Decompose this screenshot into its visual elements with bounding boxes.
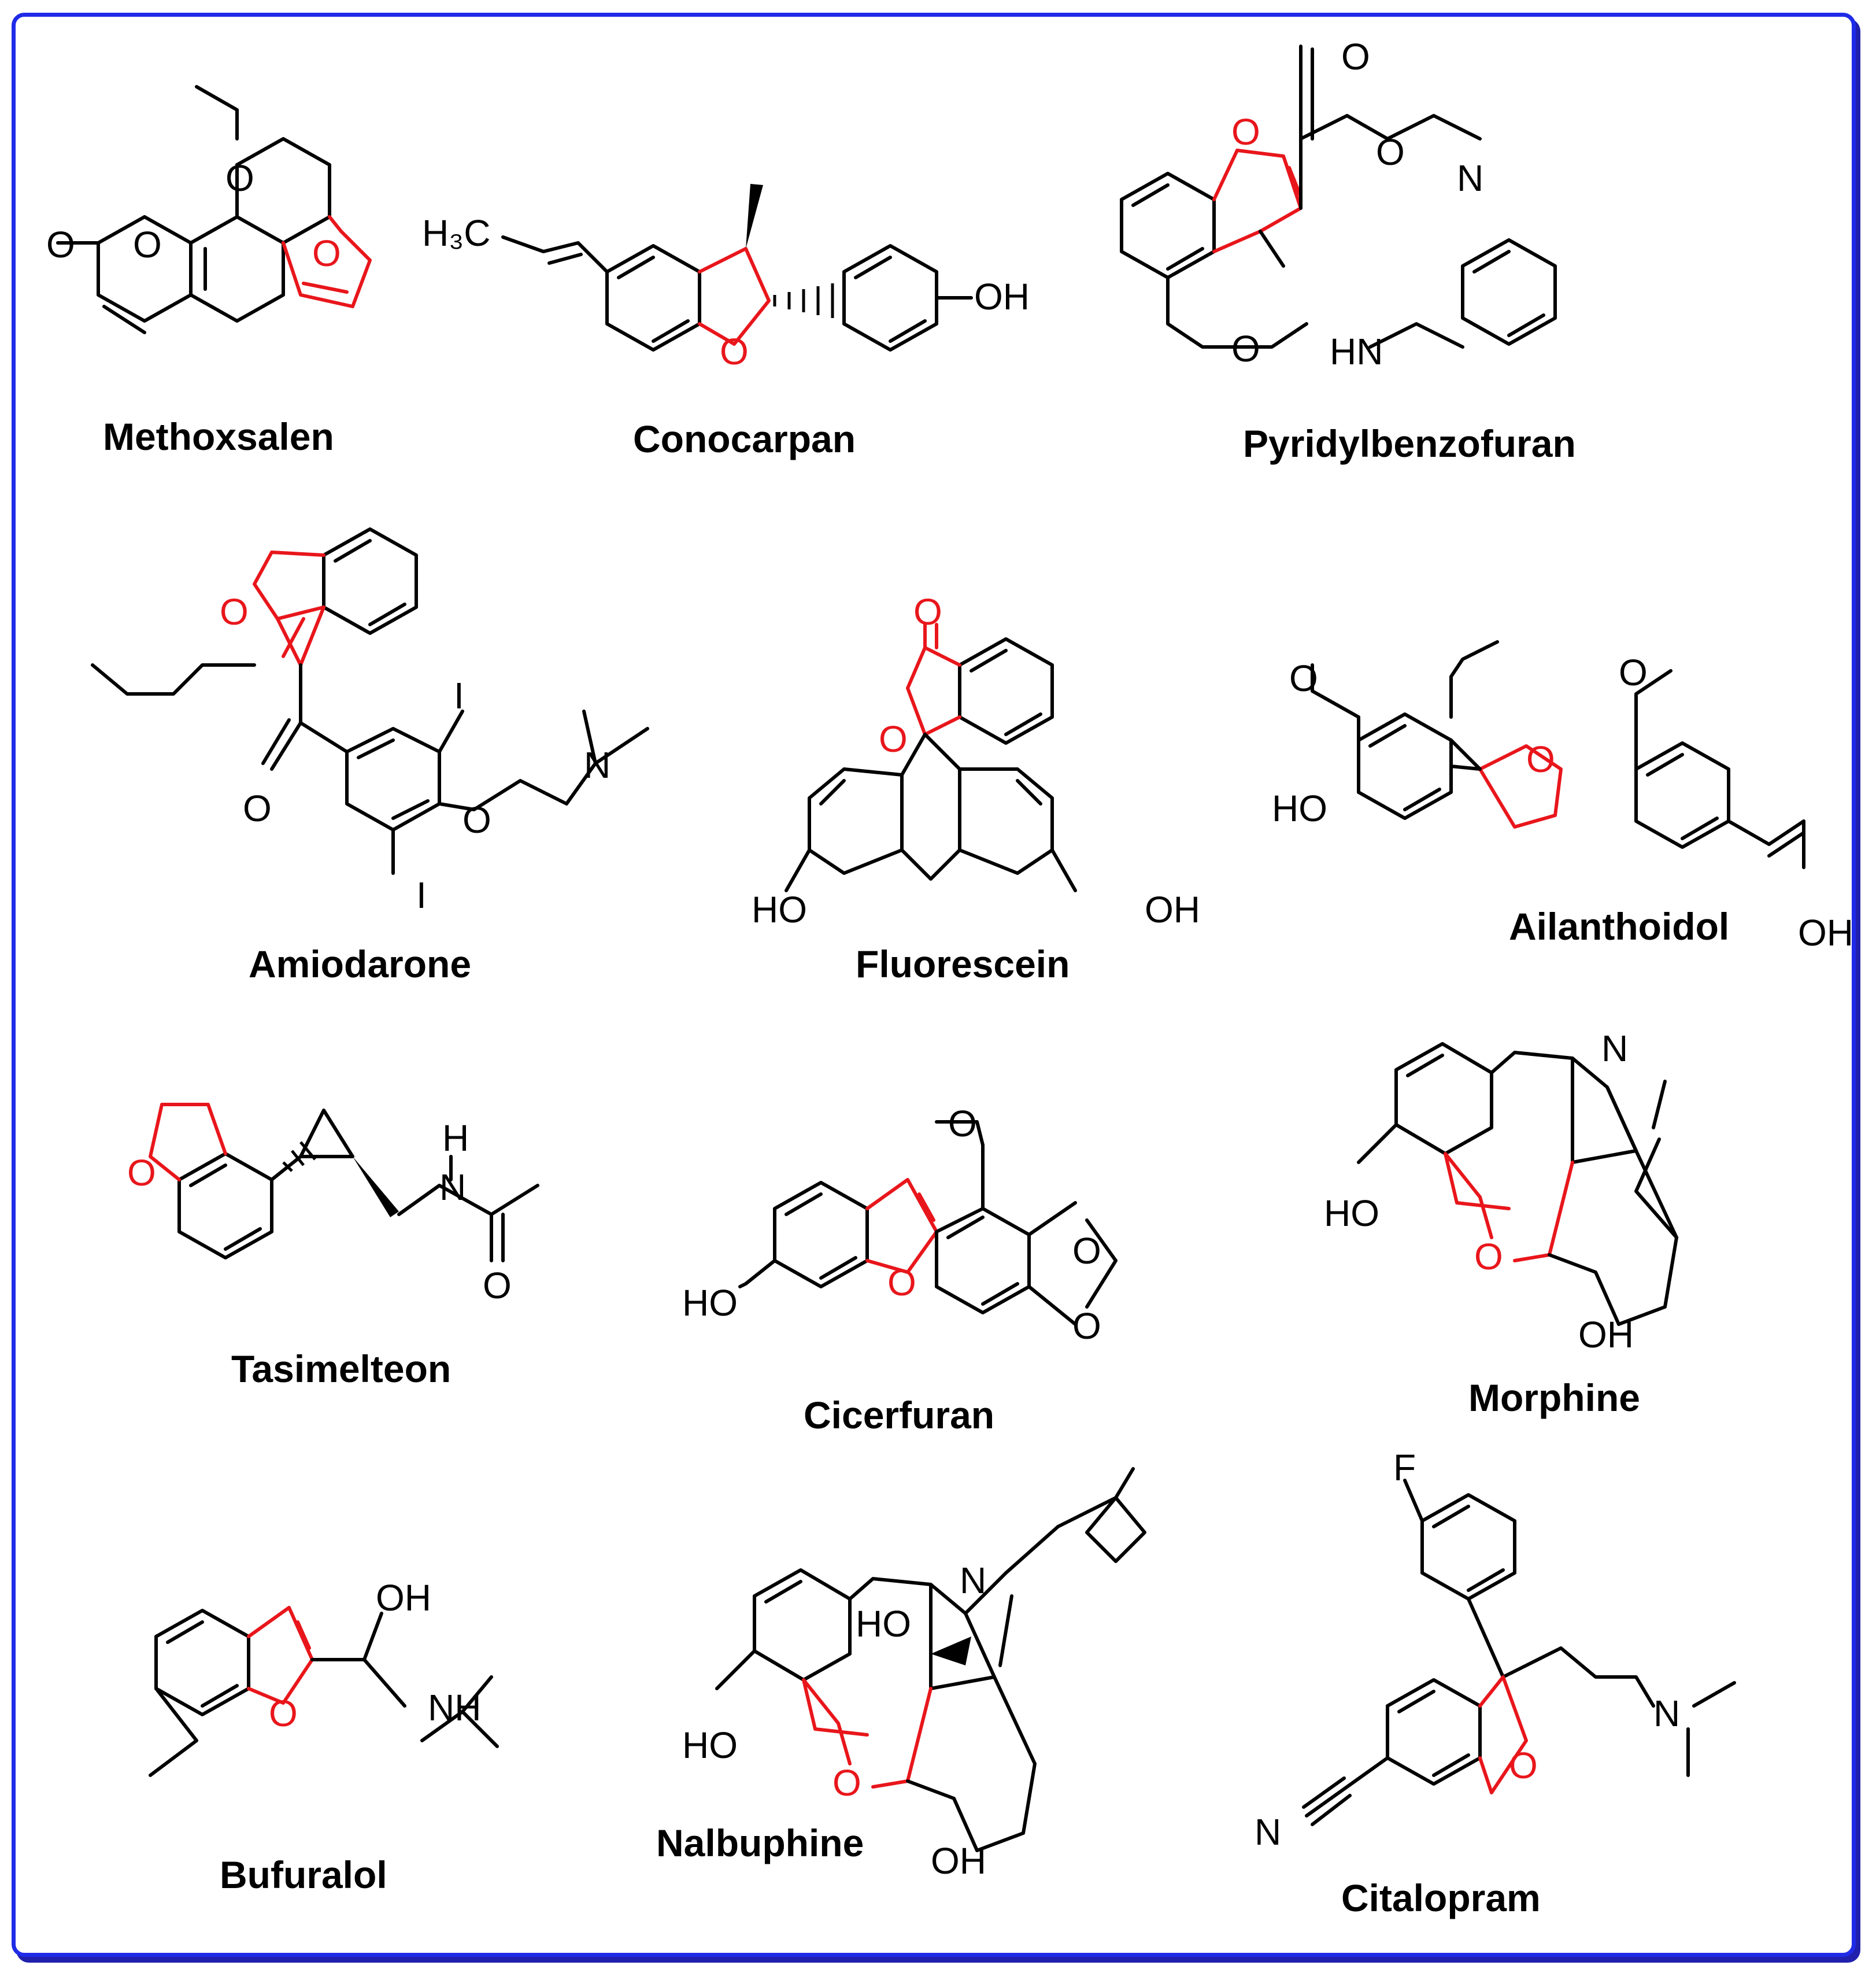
- atom-n-nitrile: N: [1255, 1811, 1281, 1853]
- atom-o-dihydrofuran-tasi: O: [127, 1152, 156, 1194]
- structure-nalbuphine: [715, 1467, 1146, 1852]
- atom-n-pyridine: N: [1457, 157, 1483, 199]
- label-nalbuphine: Nalbuphine: [656, 1822, 864, 1864]
- atom-ho-morphine: HO: [1324, 1192, 1379, 1234]
- atom-ho-ailanthoidol: HO: [1272, 788, 1327, 829]
- atom-o-benzofuran-ail: O: [1526, 738, 1555, 780]
- atom-o-carbonyl: O: [46, 224, 75, 265]
- structure-citalopram: [1302, 1479, 1736, 1826]
- atom-h3c: H₃C: [422, 212, 491, 254]
- atom-o-lactone: O: [133, 224, 162, 265]
- atom-o-lactone-ring: O: [879, 718, 908, 760]
- atom-o-ester-carbonyl: O: [1341, 36, 1370, 77]
- label-tasimelteon: Tasimelteon: [231, 1347, 451, 1390]
- label-conocarpan: Conocarpan: [633, 418, 856, 460]
- atom-ho-nalbuphine: HO: [682, 1724, 738, 1766]
- structure-bufuralol: [149, 1606, 499, 1777]
- atom-n-morphine: N: [1601, 1028, 1628, 1069]
- atom-oh-ailanthoidol: OH: [1798, 912, 1853, 954]
- structure-fluorescein: [785, 623, 1077, 892]
- label-citalopram: Citalopram: [1341, 1876, 1541, 1919]
- label-amiodarone: Amiodarone: [249, 943, 471, 985]
- atom-o-ester: O: [1376, 131, 1405, 173]
- figure-border: [12, 13, 1856, 1957]
- structure-methoxsalen: [56, 85, 372, 334]
- label-pyridylbenzofuran: Pyridylbenzofuran: [1243, 422, 1576, 465]
- label-methoxsalen: Methoxsalen: [103, 415, 334, 458]
- atom-i-bottom: I: [416, 874, 427, 916]
- atom-methoxy-left: O: [1289, 657, 1318, 699]
- atom-oh-nalbuphine: OH: [931, 1840, 986, 1882]
- atom-ho-nalbuphine-14: HO: [856, 1603, 911, 1645]
- atom-o-bridge-morphine: O: [1474, 1236, 1503, 1277]
- label-morphine: Morphine: [1468, 1376, 1640, 1419]
- atom-ho-left: HO: [752, 889, 807, 930]
- atom-o-benzofuran-cicer: O: [887, 1262, 916, 1303]
- atom-o-benzofuran-buf: O: [269, 1693, 298, 1734]
- label-fluorescein: Fluorescein: [856, 943, 1070, 985]
- atom-oh-bufuralol: OH: [376, 1577, 431, 1619]
- atom-n-amio: N: [584, 744, 610, 786]
- label-cicerfuran: Cicerfuran: [804, 1394, 994, 1436]
- atom-nh-bufuralol: NH: [428, 1687, 481, 1728]
- atom-o-bridge-nalbuphine: O: [832, 1762, 861, 1804]
- atom-oh-right: OH: [1145, 889, 1200, 930]
- stereo-dashes-conocarpan: [773, 283, 834, 318]
- structure-amiodarone: [91, 527, 649, 875]
- atom-h-amide: H: [442, 1117, 469, 1159]
- atom-o-dioxole-bottom: O: [1072, 1305, 1101, 1347]
- atom-hn: HN: [1330, 331, 1383, 372]
- atom-i-top: I: [454, 675, 464, 716]
- atom-methoxy-right: O: [1619, 652, 1648, 693]
- atom-n-citalopram: N: [1653, 1693, 1680, 1734]
- atom-methoxy-cicer: O: [948, 1103, 977, 1144]
- atom-o-methoxy: O: [225, 157, 254, 199]
- atom-ho-cicer: HO: [682, 1282, 738, 1324]
- label-ailanthoidol: Ailanthoidol: [1509, 905, 1729, 948]
- label-bufuralol: Bufuralol: [220, 1853, 387, 1896]
- atom-n-amide: N: [439, 1166, 466, 1208]
- structure-tasimelteon: [149, 1103, 539, 1262]
- atom-o-furan: O: [312, 232, 341, 274]
- structure-ailanthoidol: [1311, 640, 1805, 869]
- atom-o-dioxole-top: O: [1072, 1230, 1101, 1272]
- atom-oh-morphine: OH: [1578, 1314, 1634, 1355]
- atom-o-lactone-carbonyl: O: [913, 591, 942, 633]
- atom-o-benzofuran-amio: O: [220, 591, 249, 633]
- atom-o-dihydrofuran: O: [720, 331, 749, 372]
- atom-o-benzofuran: O: [1231, 111, 1260, 153]
- atom-o-amide: O: [483, 1265, 512, 1306]
- atom-o-ether: O: [1231, 328, 1260, 370]
- atom-o-ketone: O: [243, 788, 272, 829]
- structure-cicerfuran: [738, 1120, 1118, 1326]
- atom-oh-conocarpan: OH: [974, 276, 1030, 317]
- atom-o-ether-amio: O: [462, 799, 491, 841]
- atom-o-isobenzofuran: O: [1509, 1745, 1538, 1786]
- structure-pyridylbenzofuran: [1120, 45, 1557, 349]
- structure-morphine: [1357, 1042, 1678, 1326]
- stereo-dashes-tasimelteon: [282, 1141, 316, 1172]
- atom-f-citalopram: F: [1393, 1447, 1416, 1488]
- structure-conocarpan: [501, 184, 973, 352]
- atom-n-nalbuphine: N: [960, 1560, 986, 1601]
